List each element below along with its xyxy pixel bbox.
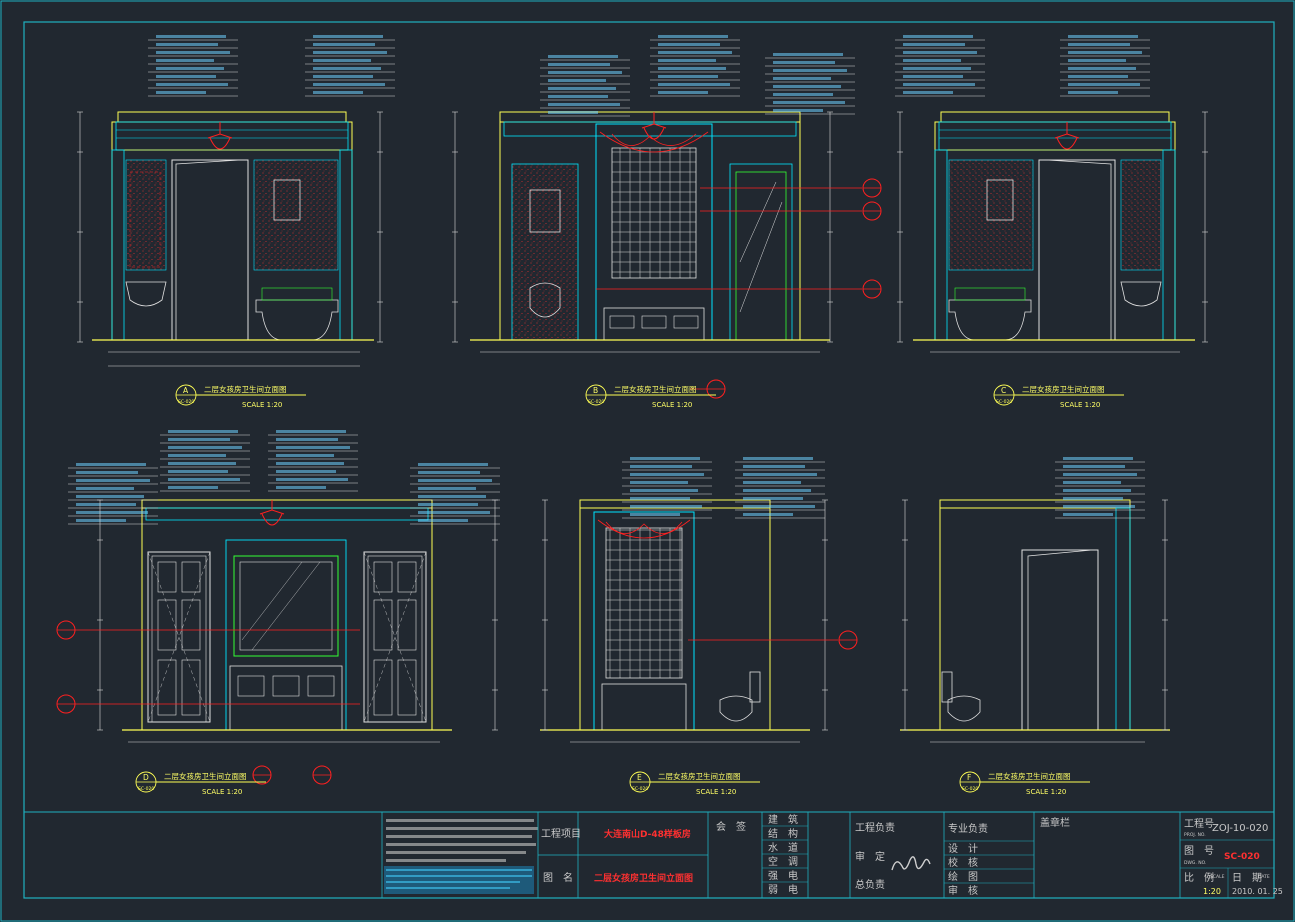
view-scale: SCALE 1:20 <box>1026 788 1066 796</box>
scale-value: 1:20 <box>1203 887 1221 896</box>
elevation-view-d <box>122 499 452 731</box>
leader-notes-b-top <box>539 54 631 117</box>
discipline-item: 强 电 <box>768 869 798 882</box>
leader-notes-d-left <box>159 429 251 492</box>
leader-notes-d-farright <box>409 462 501 525</box>
discipline-list: 建 筑 结 构 水 道 空 调 强 电 弱 电 <box>762 813 808 896</box>
view-title-e: E SC-020 二层女孩房卫生间立面图 SCALE 1:20 <box>629 771 761 796</box>
view-title: 二层女孩房卫生间立面图 <box>988 771 1071 781</box>
date-value: 2010. 01. 25 <box>1232 887 1283 896</box>
dimensions-c <box>896 111 1209 353</box>
elevation-view-a <box>91 111 375 341</box>
role-label: 总负责 <box>855 878 885 891</box>
drawing-name-label: 图 名 <box>543 871 573 884</box>
view-title-f: F SC-020 二层女孩房卫生间立面图 SCALE 1:20 <box>959 771 1091 796</box>
elevation-view-f <box>900 499 1170 731</box>
discipline-item: 水 道 <box>768 841 798 854</box>
drawing-no: SC-020 <box>1224 852 1260 862</box>
role-label: 专业负责 <box>948 822 988 835</box>
drawing-no-label: 图 号 <box>1184 845 1214 857</box>
leader-notes-c-right <box>1059 34 1151 97</box>
view-title-a: A SC-020 二层女孩房卫生间立面图 SCALE 1:20 <box>175 384 307 409</box>
project-no-label: 工程号 <box>1184 818 1214 830</box>
view-title: 二层女孩房卫生间立面图 <box>658 771 741 781</box>
leader-notes-a-right <box>304 34 396 97</box>
signature-image <box>891 856 931 871</box>
countersign-label: 会 签 <box>716 820 746 833</box>
elevation-view-c <box>912 111 1196 341</box>
drawing-name: 二层女孩房卫生间立面图 <box>594 872 693 884</box>
scale-sub: SCALE <box>1210 874 1225 880</box>
title-block: 工程项目 大连南山D-48样板房 图 名 二层女孩房卫生间立面图 会 签 建 筑… <box>23 811 1283 899</box>
role-label: 审 定 <box>855 850 885 863</box>
leader-notes-b-right <box>649 34 741 97</box>
role-label: 审 核 <box>948 884 978 897</box>
role-label: 校 核 <box>948 856 978 869</box>
view-title: 二层女孩房卫生间立面图 <box>614 384 697 394</box>
dimensions-a <box>76 111 384 367</box>
callouts-b <box>596 178 882 399</box>
leader-notes-f <box>1054 456 1146 519</box>
dimensions-d <box>96 499 499 743</box>
view-letter: B <box>593 386 598 395</box>
view-sheet: SC-020 <box>962 786 978 792</box>
view-title-d: D SC-020 二层女孩房卫生间立面图 SCALE 1:20 <box>135 771 267 796</box>
view-sheet: SC-020 <box>178 399 194 405</box>
leader-notes-e-right <box>734 456 826 519</box>
drawing-no-sub: DWG. NO. <box>1184 860 1206 866</box>
leader-notes-a-left <box>147 34 239 97</box>
view-scale: SCALE 1:20 <box>1060 401 1100 409</box>
view-letter: A <box>183 386 189 395</box>
view-scale: SCALE 1:20 <box>242 401 282 409</box>
date-label: 日 期 <box>1232 872 1262 884</box>
role-label: 工程负责 <box>855 821 895 834</box>
view-scale: SCALE 1:20 <box>202 788 242 796</box>
project-name: 大连南山D-48样板房 <box>604 828 691 840</box>
role-label: 设 计 <box>948 842 978 855</box>
view-sheet: SC-020 <box>632 786 648 792</box>
view-sheet: SC-020 <box>996 399 1012 405</box>
view-letter: D <box>143 773 149 782</box>
dimensions-e <box>541 499 829 743</box>
dimensions-f <box>901 499 1169 743</box>
view-letter: F <box>967 773 971 782</box>
discipline-item: 空 调 <box>768 855 798 868</box>
dimensions-b <box>451 111 834 353</box>
scale-label: 比 例 <box>1184 871 1214 884</box>
date-sub: DATE <box>1258 874 1270 880</box>
project-no-sub: PROJ. NO. <box>1184 832 1206 838</box>
view-title-b: B SC-020 二层女孩房卫生间立面图 SCALE 1:20 <box>585 384 717 409</box>
project-no: ZOJ-10-020 <box>1212 823 1268 834</box>
general-notes <box>381 812 538 898</box>
discipline-item: 弱 电 <box>768 883 798 896</box>
callouts-d <box>56 620 360 785</box>
view-sheet: SC-020 <box>588 399 604 405</box>
leader-notes-d-far <box>67 462 159 525</box>
view-title: 二层女孩房卫生间立面图 <box>1022 384 1105 394</box>
view-sheet: SC-020 <box>138 786 154 792</box>
leader-notes-e-left <box>621 456 713 519</box>
leader-notes-d-right <box>267 429 359 492</box>
leader-notes-c-left <box>894 34 986 97</box>
view-scale: SCALE 1:20 <box>696 788 736 796</box>
discipline-item: 建 筑 <box>768 813 798 826</box>
stamp-label: 盖章栏 <box>1040 816 1070 829</box>
view-letter: C <box>1001 386 1006 395</box>
project-label: 工程项目 <box>541 828 581 840</box>
view-letter: E <box>637 773 642 782</box>
view-title: 二层女孩房卫生间立面图 <box>164 771 247 781</box>
callouts-e <box>688 630 858 650</box>
elevation-view-e <box>540 499 810 731</box>
elevation-view-b <box>470 111 830 341</box>
leader-notes-b-far <box>764 52 856 115</box>
view-title-c: C SC-020 二层女孩房卫生间立面图 SCALE 1:20 <box>993 384 1125 409</box>
view-scale: SCALE 1:20 <box>652 401 692 409</box>
role-label: 绘 图 <box>948 870 978 883</box>
discipline-item: 结 构 <box>768 827 798 840</box>
view-title: 二层女孩房卫生间立面图 <box>204 384 287 394</box>
